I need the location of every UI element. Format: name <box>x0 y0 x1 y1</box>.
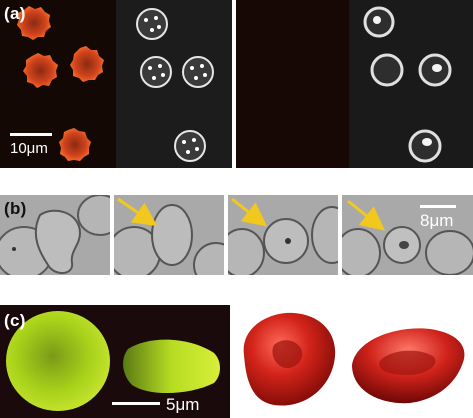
phase-crenated-cell <box>174 130 206 162</box>
panel-a-phase-crenated <box>116 0 232 168</box>
phase-crenated-cell <box>140 56 172 88</box>
phase-discocyte-cell <box>363 6 395 38</box>
crenated-cell <box>59 128 91 161</box>
phase-discocyte-cell <box>408 129 442 163</box>
green-cell-side <box>123 339 220 394</box>
phase-discocyte-cell <box>370 53 404 87</box>
yellow-arrow-icon <box>231 197 268 227</box>
rbc-render-tilted <box>352 328 465 404</box>
scale-label: 5μm <box>166 395 200 414</box>
phase-discocyte-cell <box>418 53 452 87</box>
panel-a: 10μm (a) <box>0 0 473 168</box>
green-cell-face <box>6 311 110 411</box>
scale-bar <box>112 402 160 405</box>
crenated-cell <box>23 53 58 88</box>
panel-a-phase-discocyte <box>349 0 473 168</box>
crenated-cell <box>70 46 104 82</box>
panel-c-fluorescence-3d: (c) 5μm <box>0 305 230 418</box>
panel-b: (b) 8μm <box>0 195 473 275</box>
crenated-cell <box>17 6 51 40</box>
panel-c: (c) 5μm <box>0 305 473 418</box>
yellow-arrow-icon <box>347 199 386 231</box>
yellow-arrow-icon <box>117 197 158 227</box>
panel-a-fluorescence-crenated: 10μm (a) <box>0 0 116 168</box>
panel-b-frame-4: 8μm <box>342 195 473 275</box>
panel-label: (b) <box>4 199 27 218</box>
scale-bar <box>10 133 52 136</box>
panel-b-frame-2 <box>114 195 224 275</box>
panel-b-frame-1: (b) <box>0 195 110 275</box>
panel-label: (a) <box>4 4 26 23</box>
panel-a-fluorescence-discocyte <box>236 0 349 168</box>
panel-b-frame-3 <box>228 195 338 275</box>
phase-crenated-cell <box>182 56 214 88</box>
scale-label: 8μm <box>420 211 454 230</box>
scale-label: 10μm <box>10 140 48 157</box>
phase-crenated-cell <box>136 8 168 40</box>
scale-bar <box>420 205 456 208</box>
rbc-render-top <box>243 312 336 406</box>
panel-label: (c) <box>4 311 26 330</box>
panel-c-3d-render <box>230 305 473 418</box>
